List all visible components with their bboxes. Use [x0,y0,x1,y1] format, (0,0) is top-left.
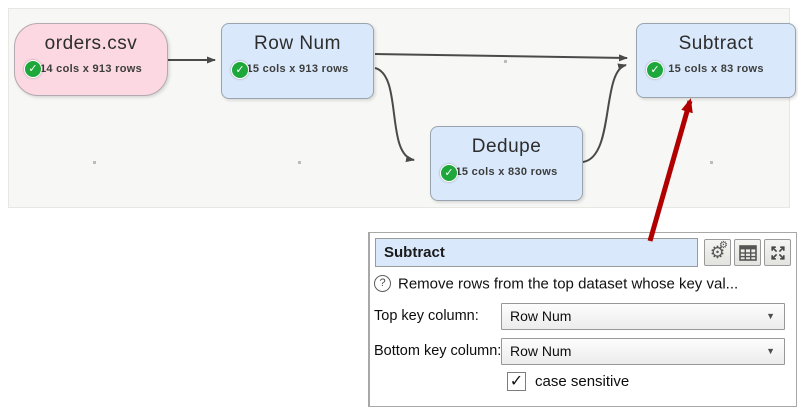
selected-value: Row Num [510,343,572,359]
expand-button[interactable] [764,239,791,266]
grid-dot [298,161,301,164]
status-ok-icon: ✓ [646,61,664,79]
node-subtitle: 15 cols x 913 rows [246,63,349,75]
gear-icon: ⚙ [709,243,726,262]
chevron-down-icon: ▼ [766,346,775,356]
gear-small-icon: ⚙ [719,240,728,251]
status-ok-icon: ✓ [440,164,458,182]
workflow-canvas[interactable]: ✓ orders.csv 14 cols x 913 rows ✓ Row Nu… [8,8,796,208]
case-sensitive-label: case sensitive [535,373,630,390]
top-key-column-label: Top key column: [374,308,479,324]
node-dedupe[interactable]: ✓ Dedupe 15 cols x 830 rows [430,126,583,201]
transform-name-input[interactable] [375,238,698,267]
status-ok-icon: ✓ [231,61,249,79]
node-title: orders.csv [44,33,138,54]
case-sensitive-checkbox[interactable]: ✓ [507,372,526,391]
table-icon [738,244,757,261]
node-subtitle: 15 cols x 83 rows [668,63,764,75]
grid-dot [710,161,713,164]
bottom-key-column-select[interactable]: Row Num ▼ [501,338,785,365]
node-subtitle: 15 cols x 830 rows [455,166,558,178]
node-subtitle: 14 cols x 913 rows [39,63,142,75]
node-orders-csv[interactable]: ✓ orders.csv 14 cols x 913 rows [14,23,168,96]
top-key-column-select[interactable]: Row Num ▼ [501,303,785,330]
node-row-num[interactable]: ✓ Row Num 15 cols x 913 rows [221,23,374,99]
bottom-key-column-label: Bottom key column: [374,343,502,359]
node-title: Dedupe [471,136,542,157]
help-icon[interactable]: ? [374,275,391,293]
selected-value: Row Num [510,308,572,324]
node-title: Row Num [254,33,341,54]
grid-dot [93,161,96,164]
transform-description: ? Remove rows from the top dataset whose … [374,275,792,297]
node-title: Subtract [678,33,754,54]
description-text: Remove rows from the top dataset whose k… [398,275,739,293]
status-ok-icon: ✓ [24,60,42,78]
node-subtract[interactable]: ✓ Subtract 15 cols x 83 rows [636,23,796,98]
settings-button[interactable]: ⚙ ⚙ [704,239,731,266]
table-view-button[interactable] [734,239,761,266]
checkmark-icon: ✓ [509,373,524,390]
grid-dot [504,60,507,63]
chevron-down-icon: ▼ [766,311,775,321]
expand-icon [770,245,785,260]
transform-properties-panel: ⚙ ⚙ ? Remove rows from the top dataset wh… [368,232,797,407]
